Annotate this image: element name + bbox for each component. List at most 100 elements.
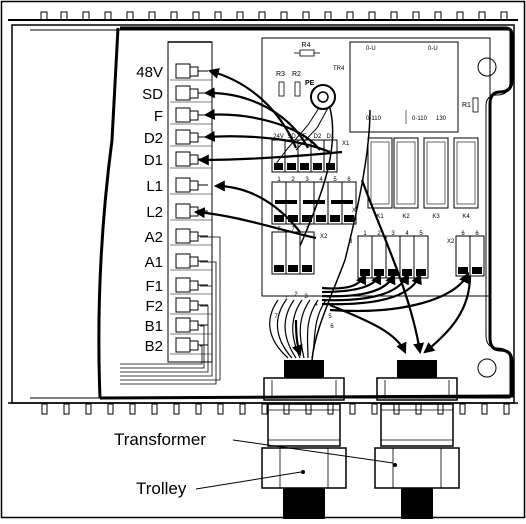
terminal-6 xyxy=(170,177,212,195)
bundle-strand xyxy=(306,299,319,359)
top-tab xyxy=(192,11,200,21)
x2-left-label: X2 xyxy=(320,234,328,240)
wire-2 xyxy=(203,87,309,149)
relay-label: K4 xyxy=(462,214,470,220)
gland-left-body xyxy=(263,377,345,401)
bundle-strand xyxy=(311,299,327,359)
top-tab xyxy=(456,11,464,21)
tr-top-right: 0-U xyxy=(428,46,438,52)
connector-pin-label: 3 xyxy=(305,177,309,183)
wire-4 xyxy=(203,130,331,154)
bottom-tab xyxy=(151,403,158,415)
wire-15 xyxy=(329,303,407,355)
top-tab xyxy=(104,11,112,21)
top-tab xyxy=(346,11,354,21)
connector-pin xyxy=(316,215,326,222)
top-tab xyxy=(412,11,420,21)
wire-12 xyxy=(321,272,422,306)
relay-label: K1 xyxy=(376,214,384,220)
bridge-bar xyxy=(275,200,297,204)
top-tab xyxy=(478,11,486,21)
bottom-tab xyxy=(129,403,136,415)
bottom-tabs xyxy=(41,403,510,415)
resistor-r3 xyxy=(278,81,285,97)
bundle-strand xyxy=(269,299,289,359)
connector-pin xyxy=(274,265,284,272)
terminal-9 xyxy=(170,253,212,271)
terminal-rows xyxy=(170,63,212,355)
terminal-label: L2 xyxy=(146,204,163,221)
terminal-label: 48V xyxy=(136,64,163,81)
terminal-label: F1 xyxy=(145,278,163,295)
connector-pin xyxy=(313,163,322,170)
tr4-label: TR4 xyxy=(333,66,345,72)
connector-pin xyxy=(287,163,296,170)
transformer-tr4 xyxy=(349,41,459,133)
bottom-tab xyxy=(415,403,422,415)
bottom-tab xyxy=(85,403,92,415)
bottom-tab xyxy=(481,403,488,415)
connector-pin-label: 3 xyxy=(391,231,395,237)
relay-bank: K1 K2 K3 K4 xyxy=(367,137,479,220)
top-tab xyxy=(236,11,244,21)
terminal-10 xyxy=(170,277,212,295)
terminal-8 xyxy=(170,228,212,246)
wire-14 xyxy=(360,179,425,355)
connector-pin-label: D2 xyxy=(314,134,322,140)
screw-bottom-right xyxy=(477,358,497,378)
connector-pin xyxy=(416,269,426,276)
connector-pin xyxy=(388,269,398,276)
relay-k2: K2 xyxy=(393,137,419,220)
top-tab xyxy=(368,11,376,21)
x-mid-label: X xyxy=(352,208,356,214)
tr-top-left: 0-U xyxy=(366,46,376,52)
top-tab xyxy=(390,11,398,21)
connector-pin xyxy=(300,163,309,170)
connector-pin-label: D1 xyxy=(327,134,335,140)
bottom-tab xyxy=(371,403,378,415)
r1-label: R1 xyxy=(462,102,471,109)
wire-10 xyxy=(321,273,396,298)
wire-3 xyxy=(203,108,321,151)
connector-pin xyxy=(472,267,482,274)
bundle-strand xyxy=(276,299,293,359)
connector-pin-label: 6 xyxy=(347,177,351,183)
connector-pin-label: 5 xyxy=(419,231,423,237)
bridge-bar xyxy=(303,200,325,204)
bus-wires xyxy=(120,236,221,385)
wire-7 xyxy=(193,207,317,240)
cable-gland-right xyxy=(374,360,460,519)
x1-label: X1 xyxy=(342,141,350,147)
relay-label: K2 xyxy=(402,214,410,220)
gland-left-nut xyxy=(284,360,324,378)
callout-trolley: Trolley xyxy=(136,479,187,498)
terminal-12 xyxy=(170,317,212,335)
resistor-r2 xyxy=(294,81,301,97)
connector-pin-label: 4 xyxy=(319,177,323,183)
bottom-tab xyxy=(349,403,356,415)
terminal-label: A1 xyxy=(145,254,163,271)
cable-number: 5 xyxy=(328,314,332,320)
terminal-2 xyxy=(170,85,212,103)
bottom-tab xyxy=(393,403,400,415)
gland-right-sleeve xyxy=(380,403,454,447)
gland-left-cable xyxy=(283,488,325,519)
gland-right-hex xyxy=(374,447,460,489)
pe-label: PE xyxy=(305,80,315,87)
bottom-tab xyxy=(327,403,334,415)
bridge-bar xyxy=(331,200,353,204)
connector-pin xyxy=(302,215,312,222)
terminal-label: D2 xyxy=(144,130,163,147)
terminal-13 xyxy=(170,337,212,355)
wire-6 xyxy=(213,180,301,233)
connector-pin xyxy=(360,269,370,276)
terminal-1 xyxy=(170,63,212,81)
relay-label: K3 xyxy=(432,214,440,220)
wire-1 xyxy=(207,68,298,149)
connector-pin xyxy=(374,269,384,276)
transformer-wire xyxy=(311,109,371,361)
terminal-11 xyxy=(170,297,212,315)
